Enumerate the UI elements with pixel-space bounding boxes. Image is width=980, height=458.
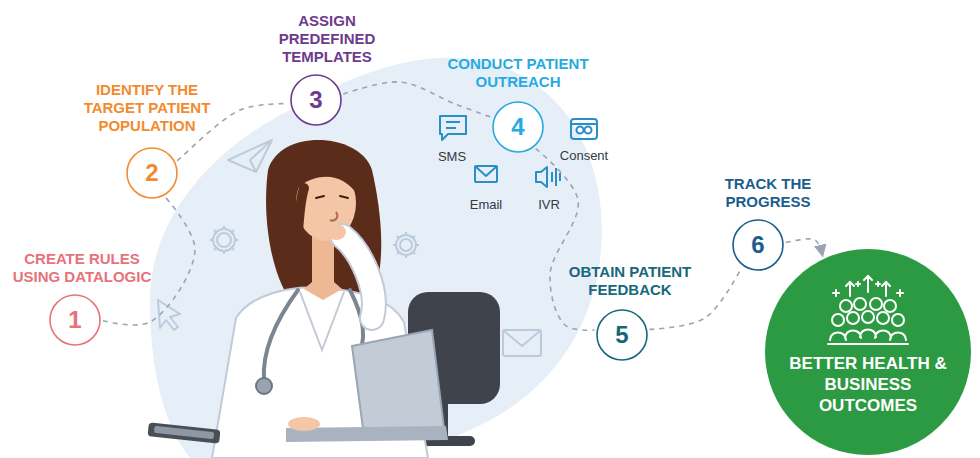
crowd-icon [828,276,908,344]
circle-shape [127,148,177,198]
dashed-connector [786,239,823,256]
step-heading: CONDUCT PATIENT OUTREACH [443,55,593,91]
step-heading: CREATE RULES USING DATALOGIC [4,250,160,286]
step-circle: ASSIGN PREDEFINED TEMPLATES3 [290,74,342,126]
background-blob [150,58,602,458]
circle-shape [50,295,100,345]
step-number: 2 [145,160,158,186]
step-heading: OBTAIN PATIENT FEEDBACK [560,263,700,299]
circle-shape [291,75,341,125]
dashed-connector [536,149,595,331]
step-circle: OBTAIN PATIENT FEEDBACK5 [596,309,648,361]
step-circle: IDENTIFY THE TARGET PATIENT POPULATION2 [126,147,178,199]
step-circle: CONDUCT PATIENT OUTREACH4 [492,101,544,153]
channel-label: SMS [438,149,466,165]
circle-shape [597,310,647,360]
smartphone [147,422,220,443]
laptop [286,330,448,442]
step-number: 4 [511,114,524,140]
step-heading: ASSIGN PREDEFINED TEMPLATES [271,12,383,66]
circle-shape [733,220,783,270]
circle-outline [765,249,971,455]
outcome-text: BETTER HEALTH & BUSINESS OUTCOMES [789,353,947,416]
outcome-circle: BETTER HEALTH & BUSINESS OUTCOMES [765,249,971,455]
step-number: 1 [68,307,81,333]
step-number: 3 [309,87,322,113]
step-heading: IDENTIFY THE TARGET PATIENT POPULATION [79,81,215,135]
dashed-connector [343,82,491,118]
channel-label: Consent [560,148,608,164]
step-circle: TRACK THE PROGRESS6 [732,219,784,271]
circle-shape [493,102,543,152]
step-heading: TRACK THE PROGRESS [712,175,824,211]
channel-label: IVR [538,197,560,213]
step-number: 5 [615,322,628,348]
channel-label: Email [470,197,503,213]
circle-shape [765,249,971,455]
step-circle: CREATE RULES USING DATALOGIC1 [49,294,101,346]
step-number: 6 [751,232,764,258]
